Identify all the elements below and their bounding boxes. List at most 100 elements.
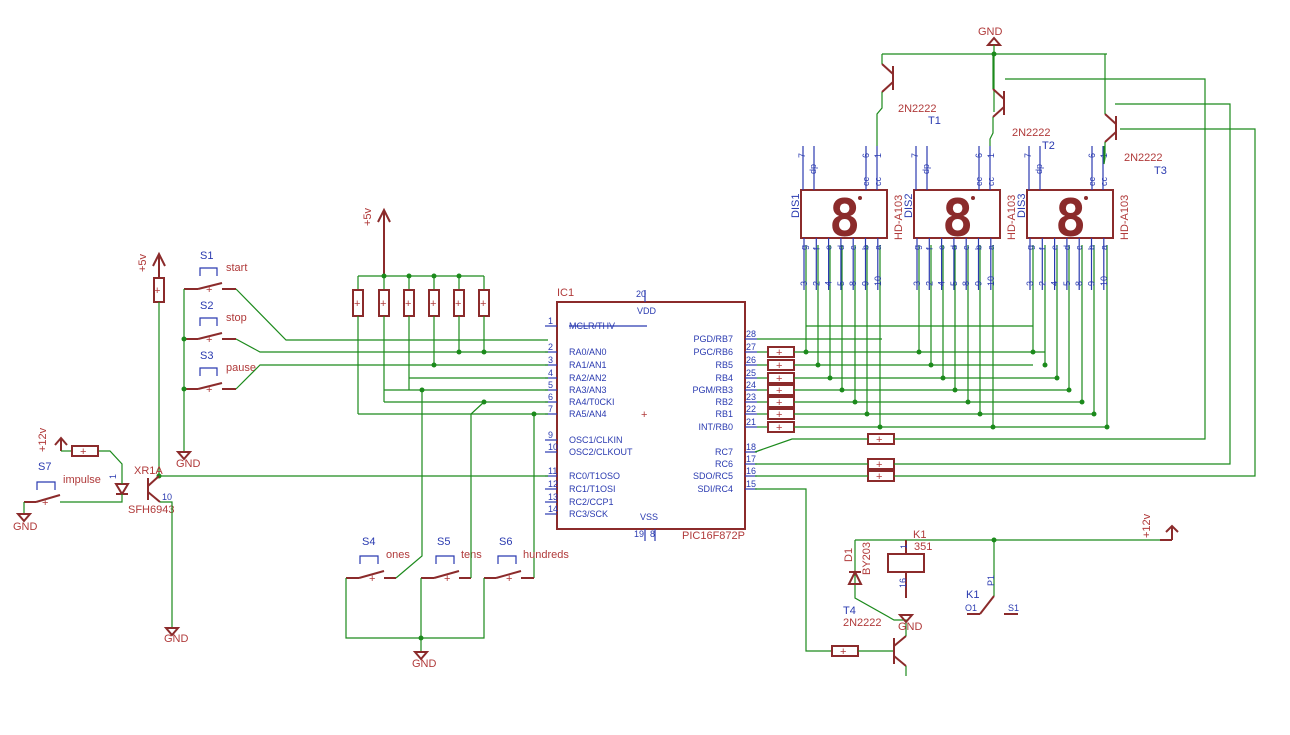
svg-text:+: + — [206, 384, 212, 396]
ic1-pin-num: 23 — [746, 392, 756, 402]
display-body — [913, 189, 1001, 239]
s7-ref: S7 — [38, 461, 51, 473]
svg-text:+: + — [776, 360, 782, 372]
ic1-pin-label: SDO/RC5 — [693, 471, 733, 481]
ic1-pin-num: 25 — [746, 368, 756, 378]
display-seg-letter: b — [974, 245, 984, 250]
ic1-pin-label: RA4/T0CKI — [569, 397, 615, 407]
display-pin: 8 — [1074, 281, 1084, 286]
s1-label: start — [226, 262, 247, 274]
display-digit: 8 — [942, 189, 973, 249]
ic1-pin-num: 9 — [548, 430, 553, 440]
s2-ref: S2 — [200, 300, 213, 312]
svg-text:+: + — [430, 298, 436, 310]
svg-text:+: + — [455, 298, 461, 310]
display-pin: 7 — [1023, 153, 1033, 158]
display-seg-letter: b — [1087, 245, 1097, 250]
ic1-pin-label: PGC/RB6 — [693, 347, 733, 357]
switch-s7[interactable]: S7 impulse + GND — [13, 461, 101, 533]
contact-o1: O1 — [965, 603, 977, 613]
display-pin: cc — [1099, 177, 1109, 187]
ic1-pin-label: MCLR/THV — [569, 321, 615, 331]
ic1-pin-num: 16 — [746, 466, 756, 476]
display-pin: dp — [1034, 164, 1044, 174]
ic1-pin-num: 27 — [746, 342, 756, 352]
transistor-ref: T2 — [1042, 140, 1055, 152]
ic1-pin-label: RB1 — [715, 409, 733, 419]
ic1-vss: VSS — [640, 512, 658, 522]
ic1-pin-num: 13 — [548, 492, 558, 502]
svg-text:+: + — [776, 347, 782, 359]
ic1-pin-num: 1 — [548, 316, 553, 326]
gnd-top-label: GND — [978, 26, 1003, 38]
opto-xr1a: +5v + XR1A SFH6943 1 10 GND — [60, 251, 548, 645]
ic1-pin-num: 26 — [746, 355, 756, 365]
display-pin: 6 — [974, 153, 984, 158]
svg-text:+: + — [80, 446, 86, 458]
transistor-part: 2N2222 — [1012, 127, 1051, 139]
display-pin: 3 — [799, 281, 809, 286]
display-pin: 3 — [912, 281, 922, 286]
svg-text:+: + — [380, 298, 386, 310]
ic1-vss-pin1: 19 — [634, 529, 644, 539]
s3-label: pause — [226, 362, 256, 374]
display-digit: 8 — [1055, 189, 1086, 249]
ic1-pin-label: RC0/T1OSO — [569, 471, 620, 481]
ic1-pin-label: RC7 — [715, 447, 733, 457]
s4-label: ones — [386, 549, 410, 561]
display-pin: 4 — [824, 281, 834, 286]
display-pin: 7 — [910, 153, 920, 158]
switch-s6[interactable]: S6 hundreds + — [484, 536, 569, 585]
ic1-pin-label: OSC2/CLKOUT — [569, 447, 633, 457]
ic1-pin-num: 7 — [548, 404, 553, 414]
svg-text:+: + — [506, 573, 512, 585]
s5-label: tens — [461, 549, 482, 561]
display-pin: dp — [921, 164, 931, 174]
display-seg-letter: e — [824, 245, 834, 250]
display-seg-letter: g — [1025, 245, 1035, 250]
ic1-pin-label: RA3/AN3 — [569, 385, 607, 395]
display-seg-letter: a — [873, 245, 883, 250]
ic1-pin-label: RC3/SCK — [569, 509, 608, 519]
display-pin: 10 — [873, 276, 883, 286]
switch-s1[interactable]: S1 start + — [184, 250, 247, 296]
display-pin: 5 — [949, 281, 959, 286]
contact-p1: P1 — [986, 575, 996, 586]
switch-s2[interactable]: S2 stop + — [184, 300, 247, 346]
transistor-part: 2N2222 — [898, 103, 937, 115]
ic1-pin-num: 21 — [746, 417, 756, 427]
svg-text:+: + — [206, 284, 212, 296]
display-pin: 6 — [1087, 153, 1097, 158]
ic1-pin-label: RA0/AN0 — [569, 347, 607, 357]
display-seg-letter: f — [811, 247, 821, 250]
svg-text:+: + — [444, 573, 450, 585]
switch-s4[interactable]: S4 ones + — [346, 536, 410, 585]
switch-s3[interactable]: S3 pause + — [184, 350, 256, 396]
display-pin: 4 — [937, 281, 947, 286]
ic1-body — [556, 301, 746, 530]
ic1-pin-num: 3 — [548, 355, 553, 365]
display-seg-letter: d — [949, 245, 959, 250]
display-pin: cc — [1087, 177, 1097, 187]
display-seg-letter: a — [986, 245, 996, 250]
ic1-pin-num: 11 — [548, 466, 557, 476]
display-pin: 10 — [986, 276, 996, 286]
display-seg-letter: a — [1099, 245, 1109, 250]
ic1-pin-num: 22 — [746, 404, 756, 414]
ic1-pin-label: PGM/RB3 — [692, 385, 733, 395]
ic1-pin-label: RC6 — [715, 459, 733, 469]
ic1-ref: IC1 — [557, 287, 574, 299]
display-pin: cc — [873, 177, 883, 187]
ic1-pin-num: 15 — [746, 479, 756, 489]
ic1-pin-label: RA1/AN1 — [569, 360, 607, 370]
switch-s5[interactable]: S5 tens + — [421, 536, 482, 585]
display-seg-letter: c — [848, 245, 858, 250]
display-seg-letter: g — [912, 245, 922, 250]
ic1-vss-pin2: 8 — [650, 529, 655, 539]
